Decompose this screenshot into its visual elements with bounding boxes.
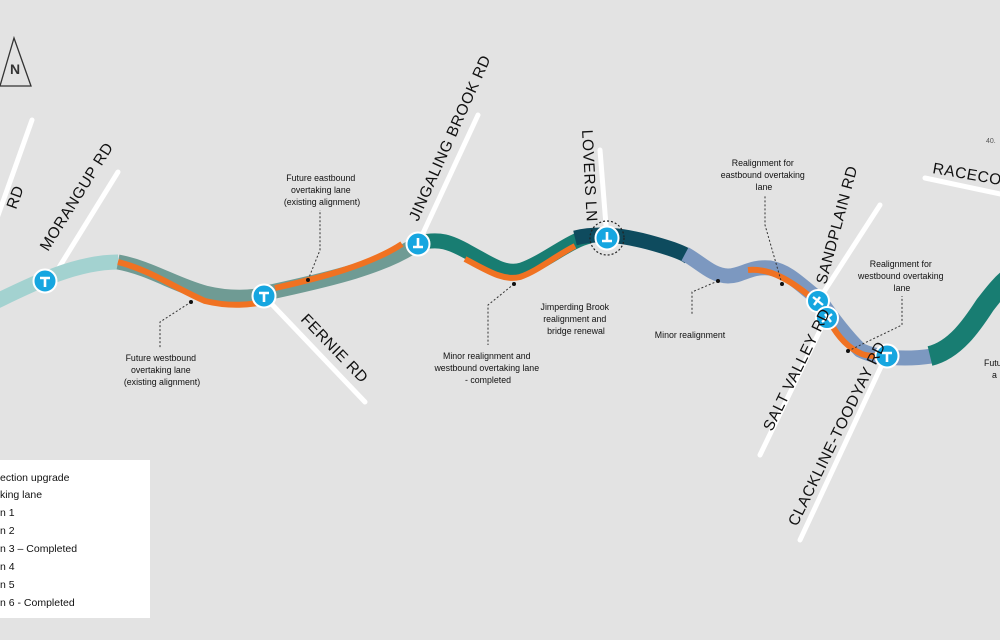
intersection-icon-morangup [32,268,58,294]
legend-item-section-1: n 1 [0,507,15,519]
road-line-sandplain [815,202,883,304]
legend: ection upgrade king lane n 1 n 2 n 3 – C… [0,460,150,618]
intersection-icon-lovers [594,225,620,251]
intersection-icon-clackline [874,343,900,369]
road-label-jingaling: JINGALING BROOK RD [406,53,495,224]
legend-item-section-4: n 4 [0,561,15,573]
leader-lines [159,196,903,352]
route-section-grey-teal-2 [260,236,423,302]
note-minor-realign-wb: Minor realignment and westbound overtaki… [433,351,541,385]
road-line-fernie [260,292,368,405]
legend-item-section-5: n 5 [0,579,15,591]
note-realign-wb: Realignment for westbound overtaking lan… [857,259,946,293]
intersection-markers [32,225,900,369]
leader-minor-realign-wb [487,283,515,345]
north-arrow-icon: N [0,35,32,87]
leader-dots [189,278,850,353]
road-line-morangup [47,169,121,285]
road-line-rd-partial [0,117,35,218]
leader-realign-eb [764,196,783,285]
road-line-jingaling [415,112,481,247]
road-line-lovers [597,147,610,241]
note-realign-eb: Realignment for eastbound overtaking lan… [721,158,808,192]
legend-item-section-6: n 6 - Completed [0,597,75,609]
note-future-westbound: Future westbound overtaking lane (existi… [124,353,200,387]
intersection-icon-salt-valley [815,306,839,330]
road-label-salt-valley: SALT VALLEY RD [760,306,834,434]
route-section-teal-1 [416,228,593,279]
road-line-clackline [797,353,889,543]
leader-minor-realign [691,280,719,315]
road-line-salt-valley [757,315,829,458]
overtaking-westbound-2 [463,243,577,281]
legend-item-intersection-upgrade: ection upgrade [0,472,70,484]
jimperding-highlight-ring [589,220,625,256]
leader-future-eastbound [307,210,321,281]
route-section-teal-2 [926,272,1000,366]
route-section-blue-1 [681,247,825,306]
note-edge-partial: Futu a [984,358,1000,380]
overtaking-eastbound-1 [274,241,404,291]
corner-label: 40. [986,138,996,145]
overtaking-westbound-1 [117,259,271,308]
legend-item-overtaking-lane: king lane [0,489,43,501]
overtaking-eastbound-2 [747,266,814,301]
note-future-eastbound: Future eastbound overtaking lane (existi… [284,173,360,207]
route-section-light-teal [0,254,119,308]
road-label-fernie: FERNIE RD [297,311,371,387]
leader-future-westbound [159,301,192,348]
side-roads [0,112,1000,543]
north-arrow-letter: N [10,61,20,77]
main-route [0,227,1000,366]
intersection-icon-jingaling [405,231,431,257]
note-jimperding: Jimperding Brook realignment and bridge … [541,302,612,336]
road-label-lovers: LOVERS LN [578,129,600,222]
road-line-racecourse [922,175,1000,197]
legend-item-section-3: n 3 – Completed [0,543,78,555]
intersection-icon-fernie [251,283,277,309]
legend-item-section-2: n 2 [0,525,15,537]
note-minor-realign: Minor realignment [655,330,726,340]
